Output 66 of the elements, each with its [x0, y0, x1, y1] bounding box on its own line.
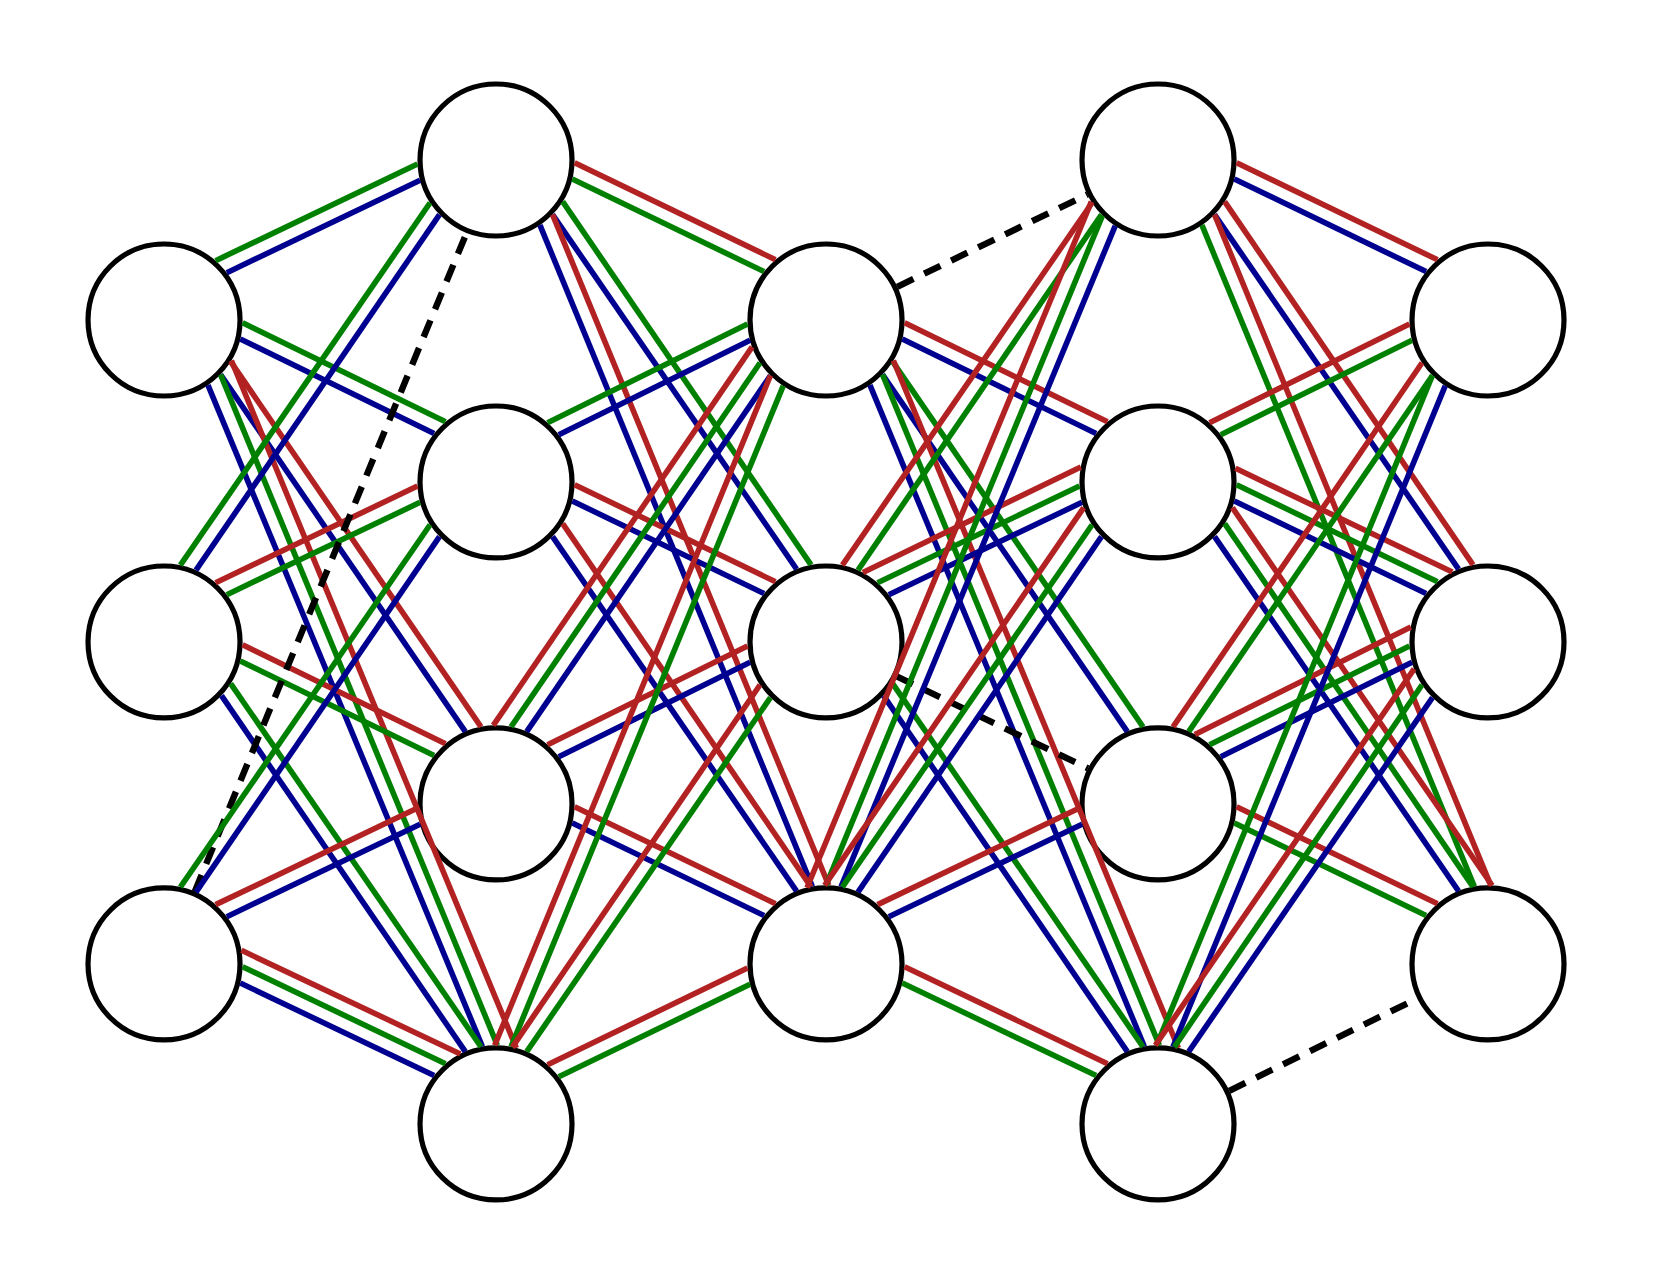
connection-line: [876, 805, 1081, 908]
neuron-circle: [1409, 563, 1567, 721]
connection-line: [901, 336, 1098, 437]
connection-line: [241, 964, 447, 1067]
connection-line: [546, 321, 749, 426]
connection-line: [1235, 160, 1439, 263]
neuron-circle: [1079, 725, 1237, 883]
connection-line: [903, 964, 1109, 1067]
neuron-circle: [85, 241, 243, 399]
neuron-circle: [747, 563, 905, 721]
neuron-circle: [1409, 241, 1567, 399]
neuron-circle: [85, 885, 243, 1043]
connection-line: [861, 464, 1083, 576]
connection-line: [240, 947, 462, 1057]
connection-line: [887, 499, 1084, 598]
connection-line: [1219, 337, 1414, 438]
neuron-circle: [417, 1045, 575, 1203]
connection-line: [557, 659, 752, 760]
neuron-circle: [417, 403, 575, 561]
connection-line: [1208, 321, 1411, 426]
connection-line: [546, 643, 749, 748]
connection-line: [571, 498, 766, 597]
neuron-circle: [1079, 1045, 1237, 1203]
neuron-circle: [1079, 403, 1237, 561]
connection-line: [1235, 482, 1439, 585]
neuron-circle: [747, 241, 905, 399]
dashed-line: [191, 231, 470, 893]
connection-line: [225, 177, 422, 276]
connection-line: [239, 658, 436, 759]
connection-line: [571, 820, 766, 919]
connection-line: [225, 499, 422, 598]
connection-line: [571, 176, 766, 275]
connection-line: [573, 482, 777, 585]
connection-line: [887, 821, 1084, 920]
dashed-line: [895, 673, 1090, 772]
neuron-circle: [417, 725, 575, 883]
connection-line: [241, 642, 447, 747]
connection-line: [573, 160, 777, 263]
connection-line: [239, 336, 436, 437]
connection-line: [557, 337, 752, 438]
connection-line: [546, 965, 749, 1068]
dashed-line: [895, 191, 1089, 290]
connection-line: [1208, 643, 1411, 748]
connection-line: [214, 805, 419, 908]
connection-line: [1233, 176, 1428, 275]
connection-line: [901, 980, 1098, 1079]
connection-line: [573, 804, 777, 907]
connection-line: [1219, 659, 1414, 760]
connection-line: [1234, 465, 1454, 575]
connection-line: [214, 161, 419, 264]
connection-line: [214, 483, 419, 586]
neuron-circle: [417, 81, 575, 239]
neuron-circle: [747, 885, 905, 1043]
connection-line: [876, 483, 1081, 586]
connection-line: [903, 320, 1109, 425]
neuron-circle: [1079, 81, 1237, 239]
connection-line: [1235, 804, 1439, 907]
connection-line: [239, 980, 436, 1079]
connection-line: [557, 981, 752, 1080]
connection-line: [241, 320, 447, 425]
connection-line: [1233, 498, 1428, 597]
connection-line: [1193, 624, 1413, 738]
neuron-circle: [85, 563, 243, 721]
connection-line: [1233, 820, 1428, 919]
neuron-circle: [1409, 885, 1567, 1043]
connection-line: [225, 821, 422, 920]
